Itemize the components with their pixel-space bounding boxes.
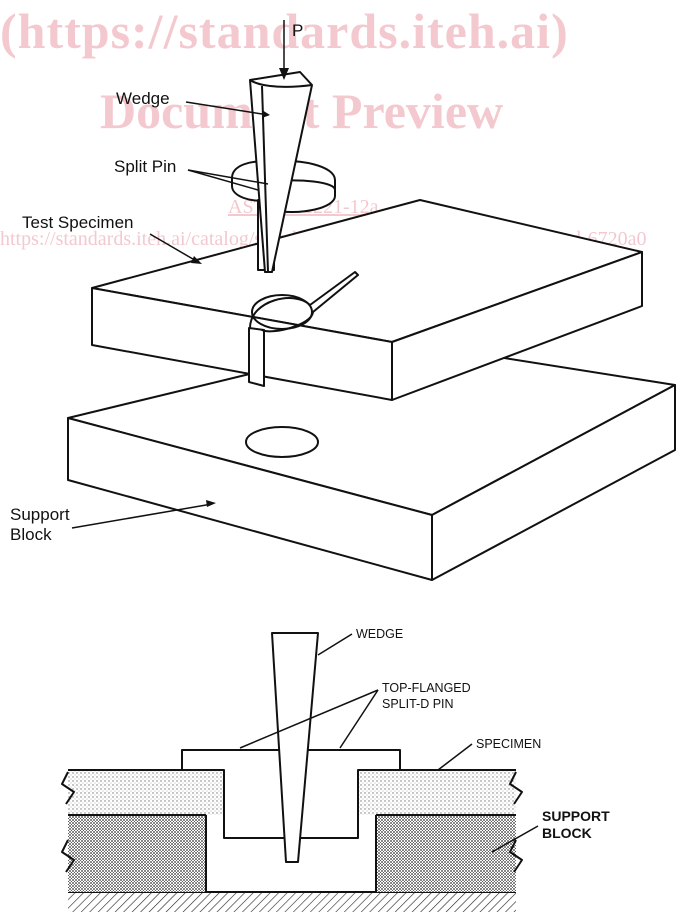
test-specimen-label: Test Specimen bbox=[22, 213, 134, 232]
test-specimen bbox=[91, 199, 643, 401]
split-pin-label: Split Pin bbox=[114, 157, 176, 176]
support-block-right bbox=[376, 815, 516, 892]
support-label-line2: BLOCK bbox=[542, 825, 592, 841]
pin-label-line2: SPLIT-D PIN bbox=[382, 697, 454, 711]
support-block-label-line1: Support bbox=[10, 505, 70, 524]
specimen-label-section: SPECIMEN bbox=[476, 737, 541, 751]
cross-section: WEDGE TOP-FLANGED SPLIT-D PIN SPECIMEN S… bbox=[61, 627, 610, 912]
support-label-line1: SUPPORT bbox=[542, 808, 610, 824]
specimen-left bbox=[68, 770, 223, 815]
wedge-label: Wedge bbox=[116, 89, 170, 108]
isometric-assembly: P Wedge Split Pin Test Specimen Support … bbox=[10, 20, 676, 581]
support-block-label-line2: Block bbox=[10, 525, 52, 544]
support-block-left bbox=[68, 815, 206, 892]
specimen-slot-gap bbox=[248, 327, 265, 387]
specimen-right bbox=[358, 770, 516, 815]
base-hatch bbox=[68, 892, 516, 912]
load-label: P bbox=[292, 21, 303, 40]
support-block bbox=[67, 339, 676, 581]
break-mark bbox=[61, 771, 75, 805]
wedge-label-section: WEDGE bbox=[356, 627, 403, 641]
pin-label-line1: TOP-FLANGED bbox=[382, 681, 471, 695]
specimen-hole bbox=[251, 294, 313, 330]
support-block-hole bbox=[245, 426, 319, 458]
cross-section-wedge bbox=[271, 632, 319, 863]
